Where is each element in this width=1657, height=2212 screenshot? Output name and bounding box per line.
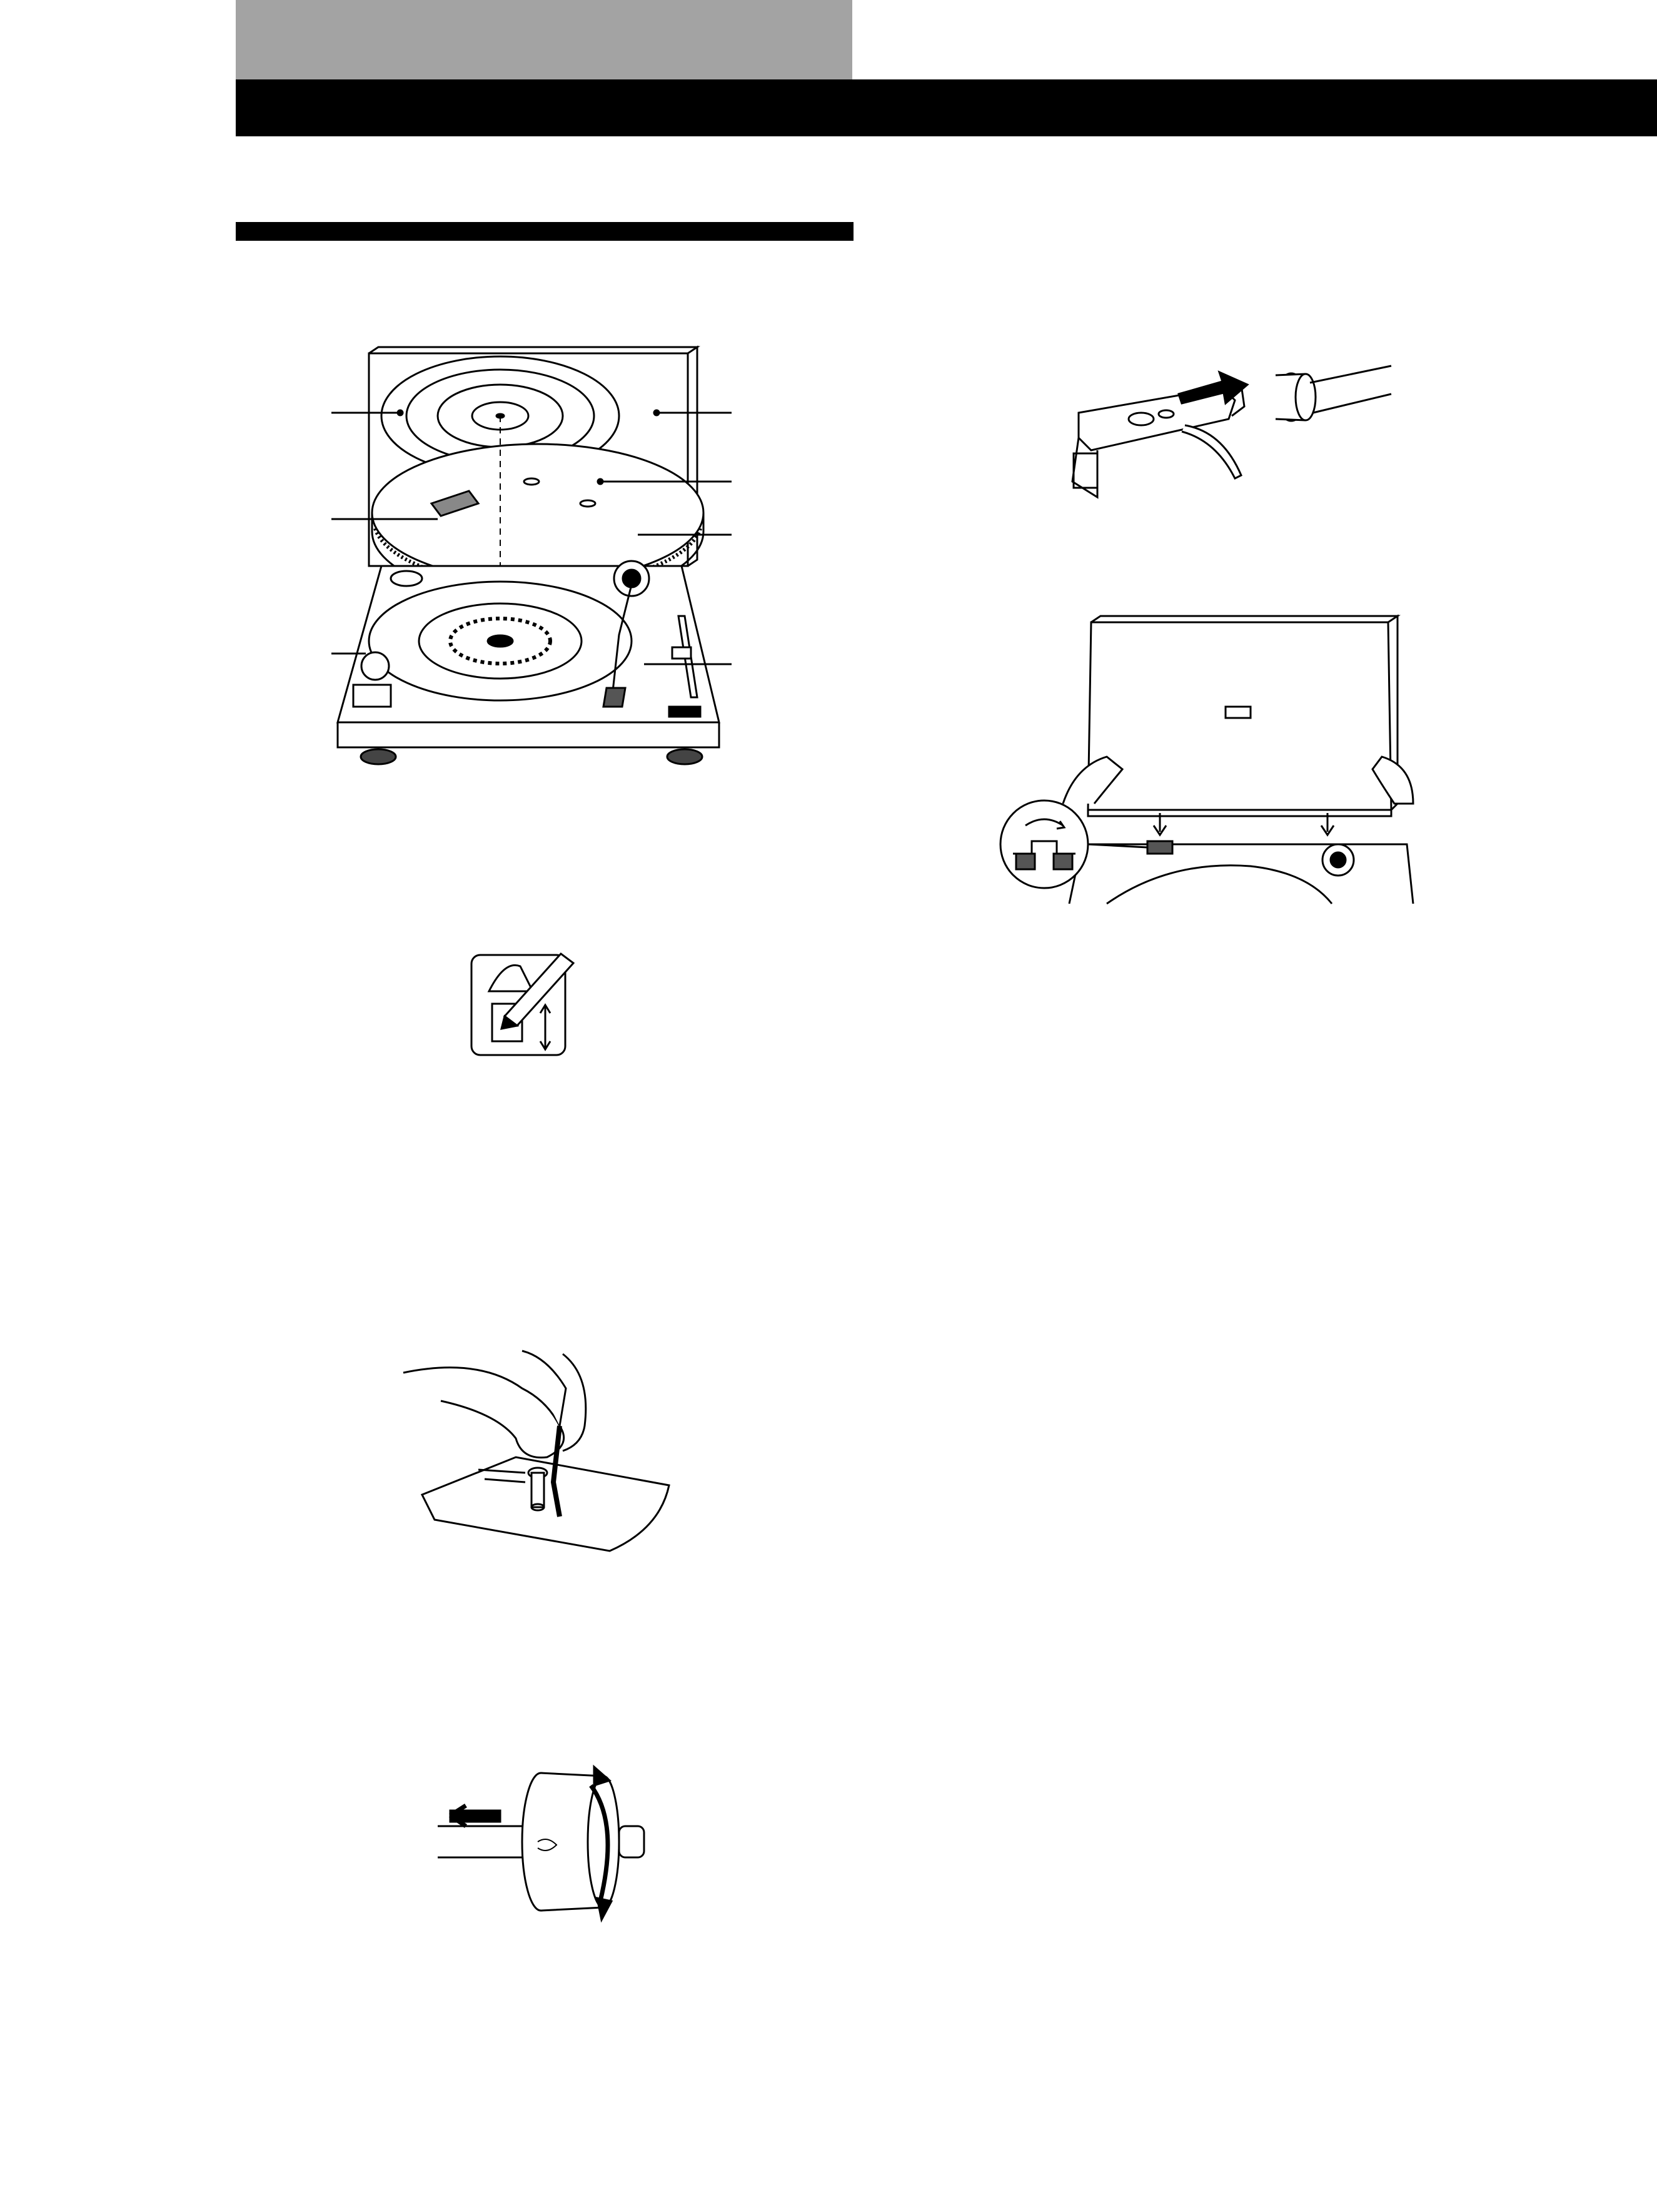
tape-removal-icon — [470, 947, 578, 1057]
headshell-attach-icon — [1060, 356, 1391, 519]
header-tab — [236, 0, 852, 79]
header-bar — [236, 79, 1657, 136]
stylus-cleaning-icon — [403, 1351, 669, 1551]
section-rule — [236, 222, 854, 241]
turntable-exploded-icon — [331, 347, 732, 785]
counterweight-attach-icon — [438, 1767, 669, 1936]
dust-cover-attach-icon — [982, 616, 1413, 904]
